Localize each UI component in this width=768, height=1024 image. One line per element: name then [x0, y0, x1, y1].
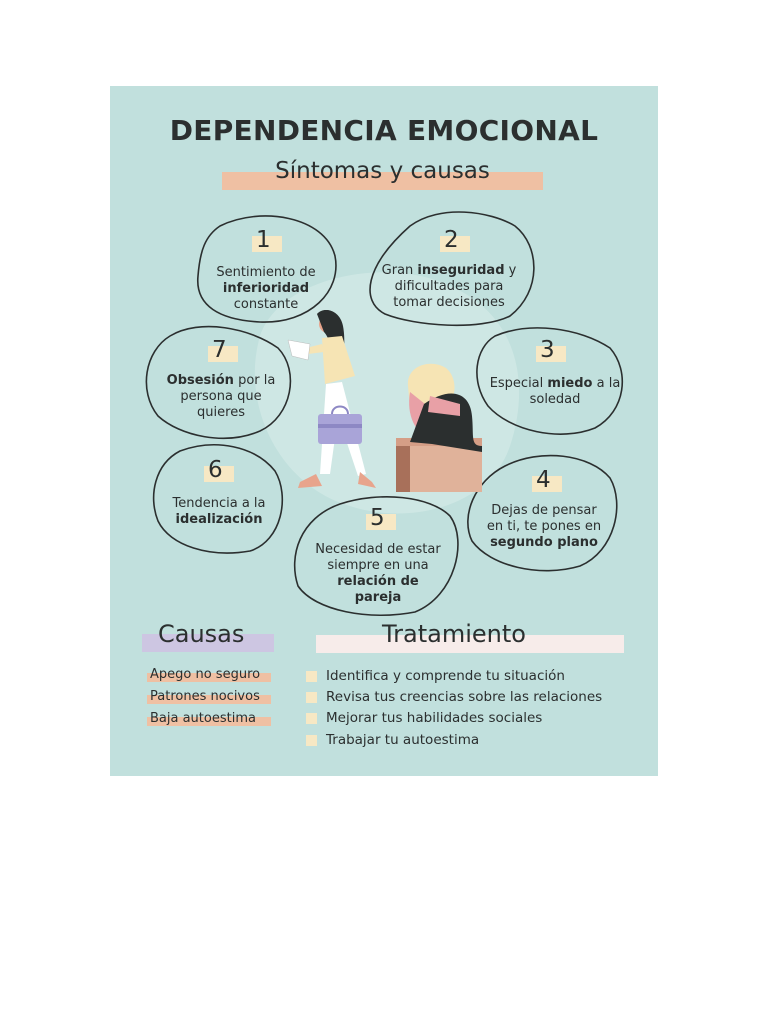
symptom-text: Tendencia a la: [172, 496, 266, 511]
symptom-text: y dificultades para tomar decisiones: [393, 263, 517, 310]
symptom-text: por la persona que quieres: [180, 373, 276, 420]
symptom-6: 6 Tendencia a la idealización: [156, 454, 282, 550]
symptom-7: 7 Obsesión por la persona que quieres: [152, 336, 292, 432]
symptom-text: Gran: [381, 263, 414, 278]
sad-woman-sitting-icon: [396, 363, 482, 492]
bubble-outlines: [145, 211, 623, 617]
treatment-item: Revisa tus creencias sobre las relacione…: [306, 689, 602, 705]
symptom-text: constante: [233, 297, 299, 312]
bullet-icon: [306, 692, 317, 703]
symptom-number: 4: [536, 467, 551, 493]
symptom-number: 3: [540, 337, 555, 363]
bullet-icon: [306, 671, 317, 682]
symptom-keyword: inseguridad: [417, 263, 505, 278]
page-subtitle: Síntomas y causas: [275, 158, 490, 184]
bullet-icon: [306, 735, 317, 746]
symptom-text: Dejas de pensar en ti, te pones en: [486, 503, 602, 534]
cause-item: Baja autoestima: [147, 711, 271, 726]
symptom-3: 3 Especial miedo a la soledad: [480, 336, 630, 432]
symptom-keyword: miedo: [547, 376, 593, 391]
symptom-text: a la soledad: [529, 376, 621, 407]
symptom-2: 2 Gran inseguridad y dificultades para t…: [364, 226, 534, 322]
symptom-keyword: segundo plano: [490, 535, 598, 550]
treatment-title-highlight: [316, 635, 624, 653]
symptom-number: 1: [256, 227, 271, 253]
symptom-5: 5 Necesidad de estar siempre en una rela…: [298, 504, 458, 612]
symptom-text: Necesidad de estar siempre en una: [315, 542, 441, 573]
causes-title-highlight: [142, 634, 274, 652]
symptom-number: 5: [370, 505, 385, 531]
bubble-outline-2: [369, 211, 535, 327]
treatment-title: Tratamiento: [382, 620, 526, 648]
bubble-outline-6: [152, 444, 283, 554]
bubble-outline-1: [197, 215, 337, 323]
symptom-text: Especial: [489, 376, 544, 391]
bubble-outline-7: [145, 325, 292, 439]
bullet-icon: [306, 713, 317, 724]
symptom-text: Sentimiento de: [216, 265, 316, 280]
woman-walking-reading-icon: [287, 310, 376, 488]
symptom-4: 4 Dejas de pensar en ti, te pones en seg…: [474, 464, 614, 564]
infographic-poster: DEPENDENCIA EMOCIONAL Síntomas y causas: [110, 86, 658, 776]
cause-item: Patrones nocivos: [147, 689, 271, 704]
treatment-item: Trabajar tu autoestima: [306, 732, 479, 748]
symptom-keyword: idealización: [175, 512, 263, 527]
symptom-keyword: Obsesión: [166, 373, 234, 388]
symptom-1: 1 Sentimiento de inferioridad constante: [202, 226, 330, 322]
symptom-number: 6: [208, 457, 223, 483]
cause-item: Apego no seguro: [147, 667, 271, 682]
treatment-item: Identifica y comprende tu situación: [306, 668, 565, 684]
bubble-outline-5: [293, 496, 459, 617]
page-title: DEPENDENCIA EMOCIONAL: [169, 114, 599, 147]
bubble-outline-4: [467, 454, 618, 572]
symptom-number: 2: [444, 227, 459, 253]
subtitle-highlight: [222, 172, 543, 190]
symptom-keyword: relación de pareja: [337, 574, 419, 605]
bubble-outline-3: [476, 327, 623, 435]
symptom-keyword: inferioridad: [222, 281, 310, 296]
symptom-number: 7: [212, 337, 227, 363]
causes-title: Causas: [158, 620, 245, 648]
treatment-item: Mejorar tus habilidades sociales: [306, 710, 542, 726]
